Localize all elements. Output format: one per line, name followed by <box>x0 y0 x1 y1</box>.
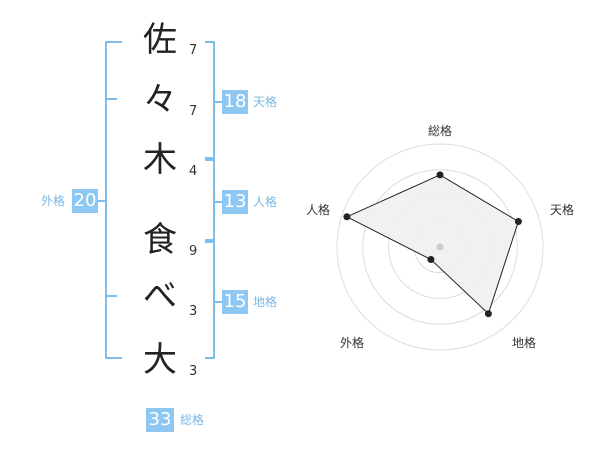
name-char-3: 木 <box>143 140 177 180</box>
stroke-count-1: 7 <box>189 43 198 58</box>
gaikaku-value-badge: 20 <box>72 189 98 213</box>
radar-point-5 <box>343 213 351 221</box>
chikaku-label: 地格 <box>253 295 278 309</box>
radar-chart <box>336 143 544 351</box>
radar-point-3 <box>484 310 492 318</box>
radar-axis-label-tenkaku: 天格 <box>550 203 575 217</box>
chikaku-bracket <box>205 241 215 359</box>
radar-axis-label-soukaku: 総格 <box>428 124 453 138</box>
radar-point-2 <box>514 218 522 225</box>
gaikaku-label: 外格 <box>41 194 66 208</box>
soukaku-value-badge: 33 <box>146 408 174 432</box>
stroke-count-5: 3 <box>189 304 198 319</box>
stroke-count-2: 7 <box>189 104 198 119</box>
radar-ring <box>336 143 544 351</box>
radar-axis-label-jinkaku: 人格 <box>306 203 331 217</box>
radar-axis-label-gaikaku: 外格 <box>340 336 365 350</box>
gaikaku-bracket <box>105 41 122 359</box>
radar-center <box>436 243 444 251</box>
jinkaku-bracket <box>205 159 215 241</box>
radar-polygon <box>345 174 519 315</box>
brackets <box>98 41 222 359</box>
name-char-5: べ <box>143 276 177 316</box>
stroke-count-3: 4 <box>189 164 198 179</box>
radar-axis-label-chikaku: 地格 <box>512 336 537 350</box>
chikaku-value-badge: 15 <box>222 290 248 314</box>
tenkaku-bracket <box>205 41 215 159</box>
name-char-1: 佐 <box>143 20 177 60</box>
name-char-4: 食 <box>143 220 177 260</box>
radar-ring <box>362 169 518 325</box>
name-char-6: 大 <box>143 340 177 380</box>
stroke-count-4: 9 <box>189 244 198 259</box>
tenkaku-value-badge: 18 <box>222 90 248 114</box>
radar-point-4 <box>427 256 435 263</box>
soukaku-label: 総格 <box>180 413 205 427</box>
jinkaku-label: 人格 <box>253 195 278 209</box>
jinkaku-value-badge: 13 <box>222 190 248 214</box>
radar-point-1 <box>436 171 444 179</box>
tenkaku-label: 天格 <box>253 95 278 109</box>
name-char-2: 々 <box>143 80 177 120</box>
stroke-count-6: 3 <box>189 364 198 379</box>
